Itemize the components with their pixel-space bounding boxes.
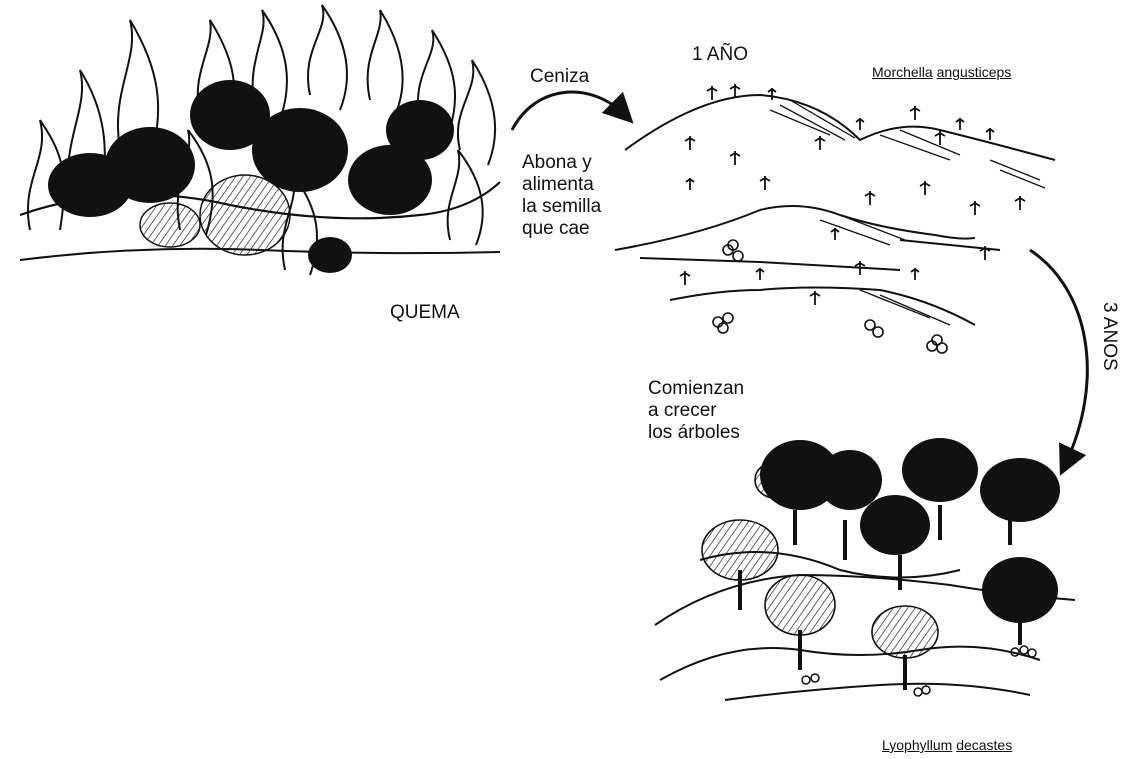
species-morchella-label: Morchella angusticeps bbox=[872, 64, 1011, 80]
fertilize-label: Abona y alimenta la semilla que cae bbox=[522, 152, 601, 240]
trees-grow-line-1: Comienzan bbox=[648, 378, 744, 400]
fertilize-line-1: Abona y bbox=[522, 152, 601, 174]
species-lyophyllum-epithet: decastes bbox=[956, 737, 1012, 753]
fertilize-line-2: alimenta bbox=[522, 174, 601, 196]
grown-forest-illustration bbox=[655, 438, 1075, 700]
species-lyophyllum-label: Lyophyllum decastes bbox=[882, 737, 1012, 753]
trees-grow-line-3: los árboles bbox=[648, 422, 744, 444]
three-years-arrow bbox=[1030, 250, 1087, 465]
species-morchella-epithet: angusticeps bbox=[937, 64, 1012, 80]
burning-forest-illustration bbox=[20, 5, 500, 275]
fertilize-line-4: que cae bbox=[522, 218, 601, 240]
hills-one-year-illustration bbox=[615, 84, 1055, 353]
burn-label: QUEMA bbox=[390, 302, 460, 324]
species-lyophyllum-genus: Lyophyllum bbox=[882, 737, 952, 753]
trees-grow-label: Comienzan a crecer los árboles bbox=[648, 378, 744, 444]
one-year-label: 1 AÑO bbox=[692, 44, 748, 66]
ash-arrow bbox=[512, 92, 625, 130]
species-morchella-genus: Morchella bbox=[872, 64, 933, 80]
trees-grow-line-2: a crecer bbox=[648, 400, 744, 422]
ash-label: Ceniza bbox=[530, 66, 589, 88]
fertilize-line-3: la semilla bbox=[522, 196, 601, 218]
three-years-label: 3 ANOS bbox=[1098, 302, 1120, 371]
